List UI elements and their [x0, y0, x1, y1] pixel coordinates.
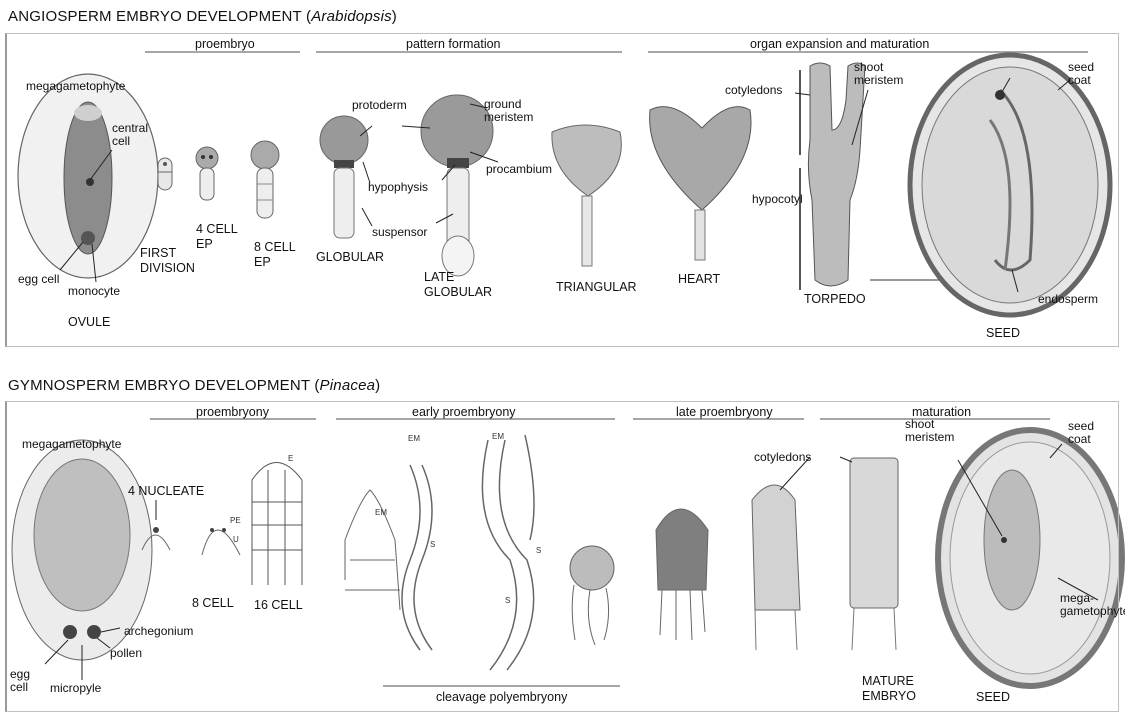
micro-label-em-3: EM [492, 432, 504, 441]
label-central-cell: centralcell [112, 122, 148, 148]
label-megagametophyte: megagametophyte [26, 79, 125, 93]
micro-label-pe: PE [230, 516, 241, 525]
first-division-drawing [158, 158, 172, 190]
caption-angio-seed: SEED [986, 326, 1020, 341]
micro-label-s-1: S [430, 540, 435, 549]
label-protoderm: protoderm [352, 98, 407, 112]
stage-label-organ-expansion: organ expansion and maturation [750, 37, 929, 51]
label-endosperm: endosperm [1038, 292, 1098, 306]
caption-heart: HEART [678, 272, 720, 287]
caption-ovule: OVULE [68, 315, 110, 330]
label-egg-cell: egg cell [18, 272, 59, 286]
micro-label-s-3: S [505, 596, 510, 605]
label-micropyle: micropyle [50, 681, 101, 695]
angio-seed-drawing [910, 55, 1110, 315]
stage-label-proembryony: proembryony [196, 405, 269, 419]
micro-label-em-2: EM [408, 434, 420, 443]
label-archegonium: archegonium [124, 624, 193, 638]
stage-label-pattern-formation: pattern formation [406, 37, 501, 51]
label-monocyte: monocyte [68, 284, 120, 298]
label-gymno-seed-coat: seedcoat [1068, 420, 1094, 446]
micro-label-em-1: EM [375, 508, 387, 517]
gymnosperm-title: GYMNOSPERM EMBRYO DEVELOPMENT (Pinacea) [8, 377, 380, 394]
eight-cell-drawing [251, 141, 279, 218]
ovule-drawing [18, 74, 158, 282]
caption-sixteen-cell: 16 CELL [254, 598, 303, 613]
caption-late-globular: LATEGLOBULAR [424, 270, 492, 300]
micro-label-e: E [288, 454, 293, 463]
micro-label-u: U [233, 535, 239, 544]
stage-label-cleavage-polyembryony: cleavage polyembryony [436, 690, 567, 704]
label-hypophysis: hypophysis [368, 180, 428, 194]
label-gymno-egg-cell: eggcell [10, 668, 30, 694]
caption-mature-embryo: MATUREEMBRYO [862, 674, 916, 704]
label-procambium: procambium [486, 162, 552, 176]
caption-torpedo: TORPEDO [804, 292, 866, 307]
label-shoot-meristem: shootmeristem [854, 61, 903, 87]
caption-four-nucleate: 4 NUCLEATE [128, 484, 204, 499]
stage-label-proembryo: proembryo [195, 37, 255, 51]
caption-gymno-eight-cell: 8 CELL [192, 596, 234, 611]
caption-triangular: TRIANGULAR [556, 280, 637, 295]
label-seed-coat: seedcoat [1068, 61, 1094, 87]
heart-drawing [650, 107, 751, 260]
label-cotyledons: cotyledons [725, 83, 782, 97]
caption-eight-cell-ep: 8 CELLEP [254, 240, 296, 270]
gymnosperm-panel [5, 401, 1119, 712]
triangular-drawing [552, 125, 621, 266]
label-gymno-cotyledons: cotyledons [754, 450, 811, 464]
stage-label-early-proembryony: early proembryony [412, 405, 516, 419]
label-gymno-megagametophyte: megagametophyte [22, 437, 121, 451]
label-hypocotyl: hypocotyl [752, 192, 803, 206]
caption-gymno-seed: SEED [976, 690, 1010, 705]
stage-label-late-proembryony: late proembryony [676, 405, 773, 419]
caption-four-cell-ep: 4 CELLEP [196, 222, 238, 252]
label-ground-meristem: groundmeristem [484, 98, 533, 124]
label-gymno-shoot-meristem: shootmeristem [905, 418, 954, 444]
globular-drawing [320, 116, 368, 238]
caption-globular: GLOBULAR [316, 250, 384, 265]
four-cell-drawing [196, 147, 218, 200]
caption-first-division: FIRSTDIVISION [140, 246, 195, 276]
label-pollen: pollen [110, 646, 142, 660]
label-gymno-megagametophyte-2: mega-gametophyte [1060, 592, 1125, 618]
label-suspensor: suspensor [372, 225, 427, 239]
micro-label-s-2: S [536, 546, 541, 555]
late-globular-drawing [421, 95, 493, 276]
